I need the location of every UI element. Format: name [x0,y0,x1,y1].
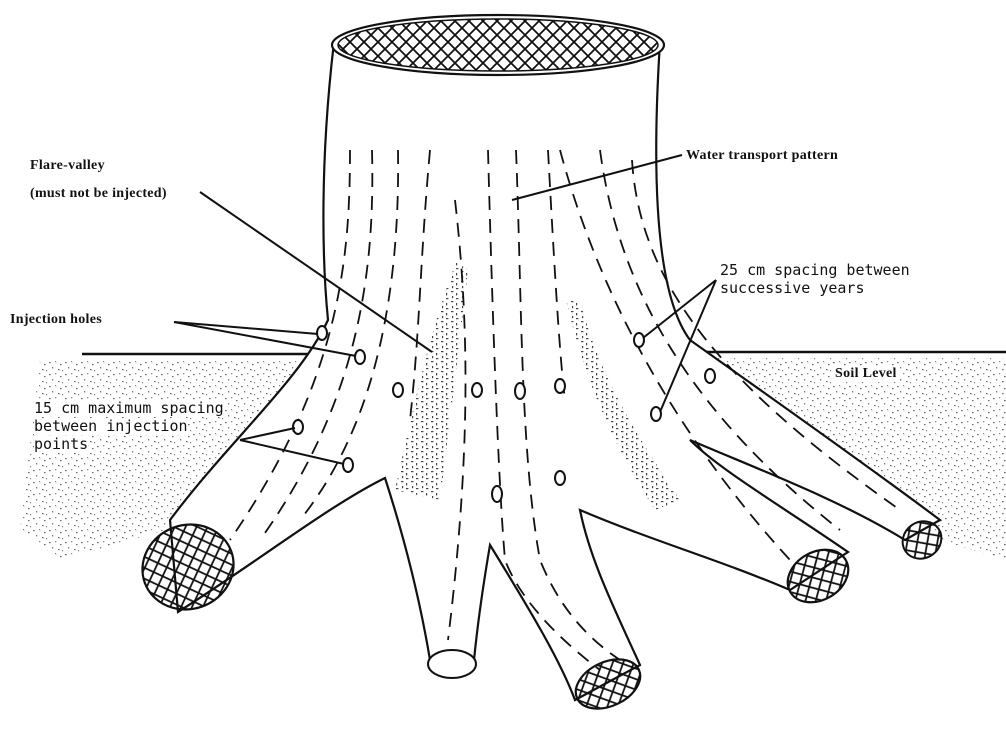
label-max-spacing-line1: 15 cm maximum spacing [34,400,224,417]
injection-hole [343,458,353,472]
injection-hole [293,420,303,434]
root-end-small [428,650,476,678]
injection-hole [651,407,661,421]
label-water-transport: Water transport pattern [686,148,838,164]
injection-hole [705,369,715,383]
injection-hole [555,379,565,393]
leader-injection-holes-1 [174,322,318,334]
injection-hole [472,383,482,397]
label-spacing-years-line2: successive years [720,280,865,297]
injection-hole [355,350,365,364]
label-injection-holes: Injection holes [10,312,102,328]
injection-hole [634,333,644,347]
stump-cut-surface [338,19,658,71]
label-max-spacing-line3: points [34,436,88,453]
label-flare-valley-note: (must not be injected) [30,186,167,202]
label-spacing-years-line1: 25 cm spacing between [720,262,910,279]
label-flare-valley: Flare-valley [30,158,105,174]
injection-hole [393,383,403,397]
injection-hole [555,471,565,485]
injection-hole [492,486,502,502]
injection-hole [317,326,327,340]
label-max-spacing-line2: between injection [34,418,188,435]
injection-hole [515,383,525,399]
label-soil-level: Soil Level [832,366,900,382]
